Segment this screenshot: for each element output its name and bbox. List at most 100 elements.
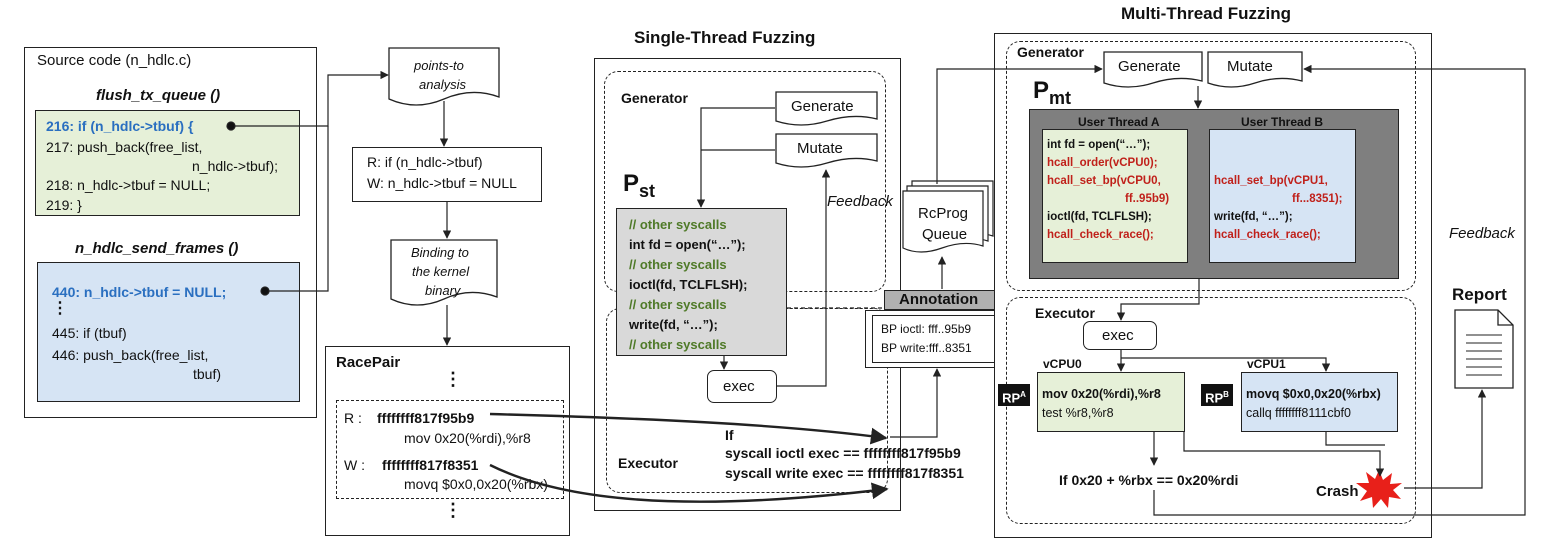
rcprog-queue-stack <box>902 180 994 253</box>
report-document-icon <box>1454 309 1514 389</box>
rpb-text: RP <box>1205 390 1224 406</box>
connector-vcpu0-to-crash <box>1183 432 1385 477</box>
thread-b-line-2: write(fd, “…”); <box>1214 211 1293 223</box>
racepair-title: RacePair <box>336 354 401 371</box>
connector-exec-to-feedback <box>777 169 831 387</box>
multi-mutate-label: Mutate <box>1227 58 1273 75</box>
annotation-bp-write: BP write:fff..8351 <box>881 341 972 355</box>
single-condition-2: syscall write exec == ffffffff817f8351 <box>725 465 964 481</box>
vcpu0-label: vCPU0 <box>1043 357 1082 371</box>
multi-program-symbol: Pmt <box>1033 78 1071 111</box>
vcpu0-box <box>1037 372 1185 432</box>
thread-b-line-0: hcall_set_bp(vCPU1, <box>1214 175 1328 187</box>
single-code-line-4: // other syscalls <box>629 297 727 312</box>
multi-thread-title: Multi-Thread Fuzzing <box>1121 4 1291 23</box>
connector-crash-to-report <box>1404 389 1487 489</box>
line-446b: tbuf) <box>193 366 222 382</box>
multi-generate-doc <box>1103 51 1203 88</box>
thread-a-title: User Thread A <box>1078 115 1160 129</box>
thread-a-box <box>1042 129 1188 263</box>
connector-440-to-analysis <box>269 126 329 292</box>
read-line: R: if (n_hdlc->tbuf) <box>367 154 483 170</box>
single-feedback-label: Feedback <box>827 193 893 210</box>
line-217b: n_hdlc->tbuf); <box>192 158 278 174</box>
vcpu0-line-2: test %r8,%r8 <box>1042 406 1114 420</box>
line-216: 216: if (n_hdlc->tbuf) { <box>46 118 194 134</box>
rpa-text: RP <box>1002 390 1021 406</box>
single-mutate-doc <box>775 133 878 168</box>
thread-b-line-1: ff...8351); <box>1292 193 1343 205</box>
single-code-line-2: // other syscalls <box>629 257 727 272</box>
connector-if-to-feedback <box>1153 64 1526 516</box>
single-mutate-label: Mutate <box>797 140 843 157</box>
racepair-w-address: ffffffff817f8351 <box>382 457 479 473</box>
send-frames-code-box <box>37 262 300 402</box>
thread-b-box <box>1209 129 1356 263</box>
single-if-label: If <box>725 427 734 443</box>
flush-tx-queue-code-box <box>35 110 300 216</box>
rcprog-label-1: RcProg <box>918 205 969 222</box>
thread-a-line-2: hcall_set_bp(vCPU0, <box>1047 175 1161 187</box>
rpa-sup: A <box>1020 390 1026 399</box>
thread-a-line-3: ff..95b9) <box>1125 193 1170 205</box>
report-label: Report <box>1452 285 1507 304</box>
multi-exec-box <box>1083 321 1157 350</box>
vcpu1-label: vCPU1 <box>1247 357 1286 371</box>
annotation-title: Annotation <box>899 291 979 308</box>
crash-burst-icon <box>1356 470 1402 508</box>
multi-generator-label: Generator <box>1017 44 1084 60</box>
vcpu1-line-1: movq $0x0,0x20(%rbx) <box>1246 387 1381 401</box>
binding-doc <box>390 239 498 306</box>
line-440: 440: n_hdlc->tbuf = NULL; <box>52 284 227 300</box>
connector-pmt-to-exec <box>1116 279 1200 321</box>
racepair-dots-top: ⋮ <box>444 369 462 389</box>
line-446a: 446: push_back(free_list, <box>52 347 209 363</box>
single-code-line-3: ioctl(fd, TCLFLSH); <box>629 277 748 292</box>
multi-feedback-label: Feedback <box>1449 225 1515 242</box>
multi-generate-label: Generate <box>1118 58 1181 75</box>
connector-w-to-write <box>489 463 889 503</box>
thread-a-line-4: ioctl(fd, TCLFLSH); <box>1047 211 1152 223</box>
connector-queue-to-generate <box>936 64 1103 184</box>
single-thread-title: Single-Thread Fuzzing <box>634 28 816 47</box>
racepair-r-instruction: mov 0x20(%rdi),%r8 <box>404 430 531 446</box>
single-exec-box <box>707 370 777 403</box>
line-440-dot <box>260 286 270 296</box>
race-point-a-badge: RPA <box>998 384 1030 406</box>
racepair-panel <box>325 346 570 536</box>
binding-label-2: the kernel <box>412 264 470 279</box>
source-code-title: Source code (n_hdlc.c) <box>37 52 192 69</box>
annotation-bp-ioctl: BP ioctl: fff..95b9 <box>881 322 972 336</box>
binding-label-3: binary <box>425 283 461 298</box>
write-line: W: n_hdlc->tbuf = NULL <box>367 175 517 191</box>
vcpu1-box <box>1241 372 1398 432</box>
line-218: 218: n_hdlc->tbuf = NULL; <box>46 177 211 193</box>
single-code-line-0: // other syscalls <box>629 217 727 232</box>
single-executor-label: Executor <box>618 455 678 471</box>
multi-executor-label: Executor <box>1035 305 1095 321</box>
points-to-analysis-doc <box>388 47 500 106</box>
thread-a-line-0: int fd = open(“…”); <box>1047 139 1151 151</box>
thread-b-line-3: hcall_check_race(); <box>1214 229 1321 241</box>
single-generator-label: Generator <box>621 90 688 106</box>
single-generate-doc <box>775 91 878 126</box>
line-445: 445: if (tbuf) <box>52 325 127 341</box>
single-p-sub: st <box>639 180 656 201</box>
single-program-symbol: Pst <box>623 171 655 204</box>
single-exec-label: exec <box>723 378 755 395</box>
connector-exec-to-vcpu1 <box>1121 357 1331 372</box>
racepair-r-address: ffffffff817f95b9 <box>377 410 475 426</box>
single-condition-1: syscall ioctl exec == ffffffff817f95b9 <box>725 445 961 461</box>
single-code-line-5: write(fd, “…”); <box>629 317 718 332</box>
multi-generator-region <box>1006 41 1416 291</box>
annotation-body <box>865 310 1006 368</box>
multi-p-sub: mt <box>1049 87 1072 108</box>
multi-exec-label: exec <box>1102 327 1134 344</box>
single-code-line-1: int fd = open(“…”); <box>629 237 746 252</box>
single-p-base: P <box>623 170 640 197</box>
line-217a: 217: push_back(free_list, <box>46 139 203 155</box>
connector-216-to-analysis <box>235 70 389 127</box>
racepair-dots-bottom: ⋮ <box>444 500 462 520</box>
racepair-dashed-box <box>336 400 564 499</box>
